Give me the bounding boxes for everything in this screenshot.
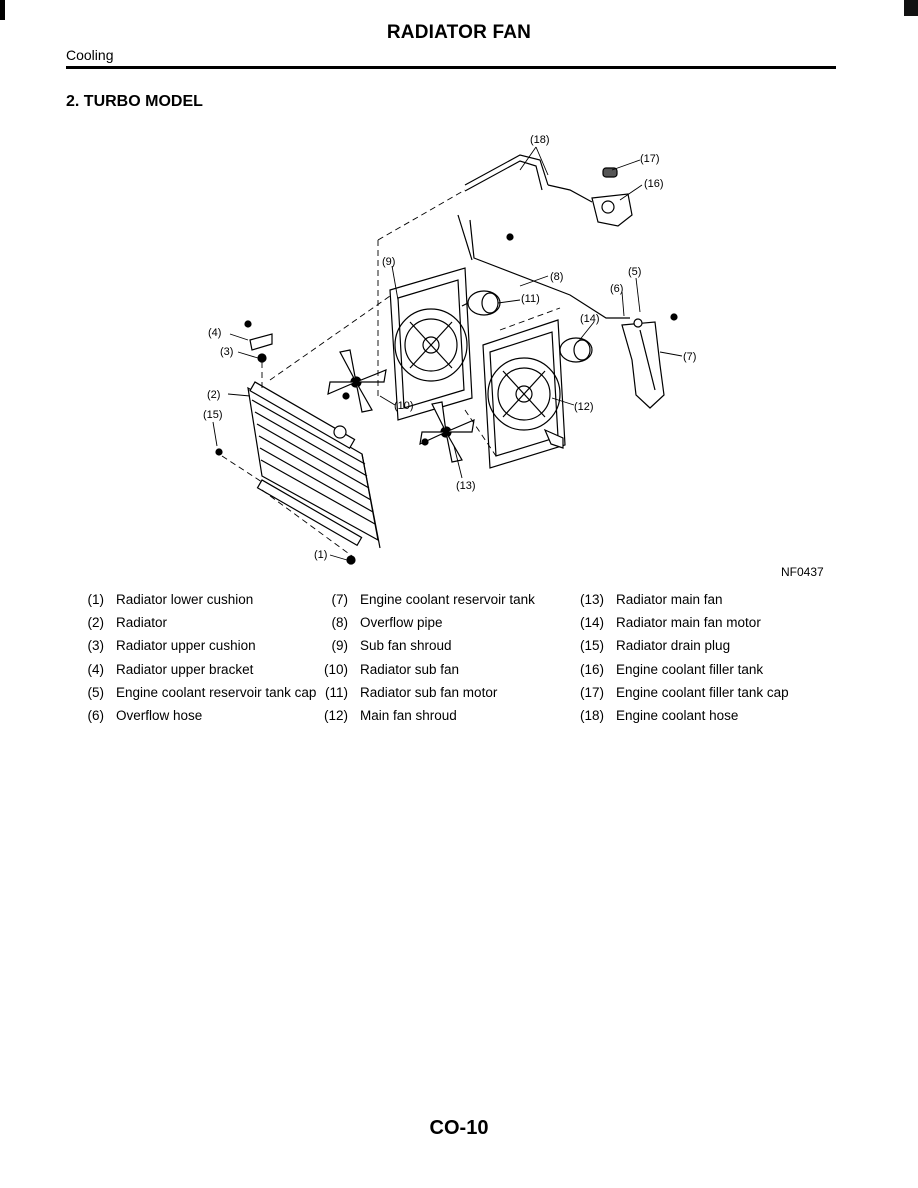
legend-column-1: (1) Radiator lower cushion (2) Radiator (3…	[78, 592, 317, 731]
callout-7: (7)	[683, 351, 696, 363]
header-rule	[66, 66, 836, 69]
legend-item: (2) Radiator	[78, 615, 316, 638]
legend-number: (4)	[87, 661, 105, 677]
legend-item: (14) Radiator main fan motor	[578, 615, 789, 638]
assembly-guide-lines	[221, 189, 561, 557]
main-fan-motor-drawing	[559, 337, 593, 363]
legend-number: (2)	[87, 615, 105, 631]
sub-fan-shroud-drawing	[389, 267, 473, 421]
legend-number: (8)	[331, 615, 349, 631]
page-number: CO-10	[429, 1117, 489, 1139]
legend-number: (7)	[331, 592, 349, 607]
legend-label: Overflow hose	[116, 707, 203, 723]
legend-number: (12)	[323, 707, 348, 723]
legend-label: Engine coolant reservoir tank cap	[116, 684, 317, 700]
legend-item: (7) Engine coolant reservoir tank	[322, 592, 535, 615]
callout-18: (18)	[530, 134, 550, 146]
legend-label: Radiator sub fan motor	[360, 684, 498, 700]
legend-number: (14)	[579, 615, 604, 631]
coolant-hoses-drawing	[457, 154, 630, 319]
legend-label: Radiator upper bracket	[116, 661, 254, 677]
legend-number: (6)	[87, 707, 105, 723]
legend-label: Engine coolant hose	[616, 707, 739, 723]
legend-item: (4) Radiator upper bracket	[78, 662, 316, 685]
legend-item: (6) Overflow hose	[78, 708, 316, 731]
callout-3: (3)	[220, 346, 233, 358]
callout-5: (5)	[628, 266, 641, 278]
legend-item: (10) Radiator sub fan	[322, 662, 535, 685]
legend-item: (9) Sub fan shroud	[322, 638, 535, 661]
callout-13: (13)	[456, 480, 476, 492]
callout-11: (11)	[521, 293, 540, 305]
legend-item: (3) Radiator upper cushion	[78, 638, 316, 661]
legend-number: (11)	[324, 684, 348, 700]
legend-label: Overflow pipe	[360, 615, 443, 631]
legend-item: (15) Radiator drain plug	[578, 638, 789, 661]
legend-column-2: (7) Engine coolant reservoir tank (8) Over…	[322, 592, 535, 731]
figure-code: NF0437	[781, 565, 824, 579]
callout-6: (6)	[610, 283, 623, 295]
legend-number: (13)	[579, 592, 604, 607]
legend-label: Radiator drain plug	[616, 638, 731, 654]
legend-label: Radiator lower cushion	[116, 592, 254, 607]
legend-column-3: (13) Radiator main fan (14) Radiator main …	[578, 592, 789, 731]
main-fan-shroud-drawing	[482, 319, 566, 469]
scan-mark-right	[904, 0, 918, 16]
exploded-view-diagram: (18) (17) (16) (5) (6) (7) (8) (9) (10) …	[203, 134, 696, 565]
radiator-drawing	[247, 381, 381, 549]
legend-item: (16) Engine coolant filler tank	[578, 662, 789, 685]
callout-12: (12)	[574, 401, 594, 413]
legend-number: (10)	[323, 661, 348, 677]
legend-label: Engine coolant reservoir tank	[360, 592, 535, 607]
page-title: RADIATOR FAN	[386, 22, 532, 43]
legend-item: (5) Engine coolant reservoir tank cap	[78, 684, 317, 708]
callout-leaders	[212, 146, 683, 561]
legend-label: Radiator sub fan	[360, 661, 460, 677]
legend-item: (8) Overflow pipe	[322, 615, 535, 638]
legend-number: (3)	[87, 638, 105, 654]
callout-10: (10)	[394, 400, 414, 412]
legend-item: (13) Radiator main fan	[578, 592, 789, 615]
legend-item: (1) Radiator lower cushion	[78, 592, 316, 615]
legend-number: (9)	[331, 638, 349, 654]
legend-number: (1)	[87, 592, 105, 607]
legend-label: Sub fan shroud	[360, 638, 452, 654]
legend-label: Main fan shroud	[360, 707, 457, 723]
legend-item: (11) Radiator sub fan motor	[322, 685, 535, 708]
legend-label: Engine coolant filler tank	[616, 661, 764, 677]
callout-14: (14)	[580, 313, 600, 325]
callout-9: (9)	[382, 256, 395, 268]
legend-item: (18) Engine coolant hose	[578, 708, 789, 731]
legend-item: (12) Main fan shroud	[322, 708, 535, 731]
reservoir-tank-drawing	[621, 321, 665, 409]
legend-number: (18)	[579, 707, 604, 723]
legend-number: (17)	[579, 684, 604, 700]
section-label: Cooling	[66, 47, 114, 63]
legend-number: (5)	[87, 684, 105, 700]
legend-label: Engine coolant filler tank cap	[616, 684, 789, 700]
callout-4: (4)	[208, 327, 221, 339]
legend-number: (16)	[579, 661, 604, 677]
scan-mark-left	[0, 0, 5, 20]
legend-label: Radiator main fan motor	[616, 615, 761, 631]
callout-17: (17)	[640, 153, 660, 165]
subsection-title: 2. TURBO MODEL	[66, 93, 203, 110]
callout-16: (16)	[644, 178, 664, 190]
legend-label: Radiator main fan	[616, 592, 723, 607]
callout-8: (8)	[550, 271, 563, 283]
callout-1: (1)	[314, 549, 327, 561]
legend-label: Radiator upper cushion	[116, 638, 256, 654]
legend-item: (17) Engine coolant filler tank cap	[578, 685, 789, 708]
legend-number: (15)	[579, 638, 604, 654]
filler-tank-drawing	[591, 167, 633, 227]
callout-15: (15)	[203, 409, 223, 421]
sub-fan-drawing	[327, 349, 387, 413]
legend-label: Radiator	[116, 615, 168, 631]
callout-2: (2)	[207, 389, 220, 401]
